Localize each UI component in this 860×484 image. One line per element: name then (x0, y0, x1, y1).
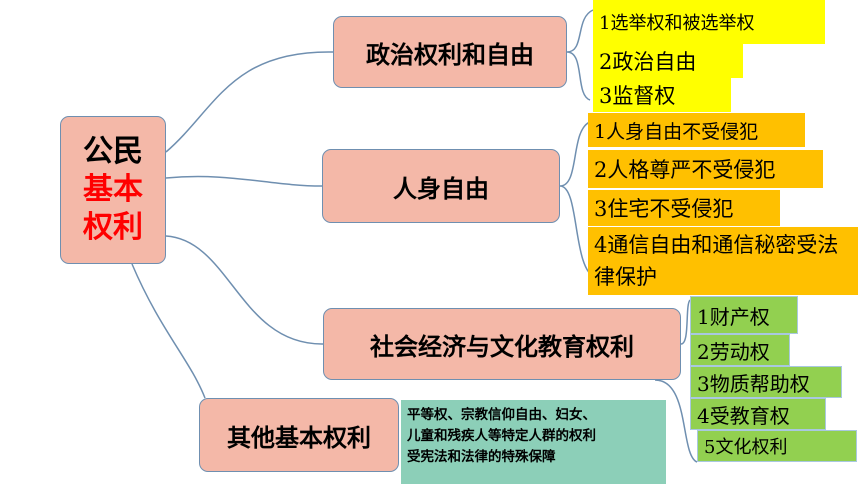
leaf-politics-2: 2政治自由 (593, 44, 743, 78)
root-line-3: 权利 (83, 210, 143, 245)
link-root-person (165, 175, 323, 187)
leaf-social-3: 3物质帮助权 (690, 366, 842, 398)
branch-person: 人身自由 (322, 149, 560, 223)
branch-other: 其他基本权利 (199, 398, 399, 472)
leaf-person-4: 4通信自由和通信秘密受法律保护 (588, 227, 858, 295)
leaf-social-5: 5文化权利 (697, 430, 857, 462)
note-line-1: 平等权、宗教信仰自由、妇女、 (407, 407, 596, 423)
root-line-1: 公民 (83, 134, 143, 169)
leaf-person-2: 2人格尊严不受侵犯 (588, 150, 823, 188)
link-root-other (131, 263, 206, 399)
branch-politics: 政治权利和自由 (333, 16, 567, 88)
leaf-social-1: 1财产权 (690, 296, 798, 334)
bracket-politics (566, 9, 594, 101)
leaf-politics-1: 1选举权和被选举权 (593, 0, 825, 44)
branch-social: 社会经济与文化教育权利 (323, 308, 681, 380)
root-node: 公民 基本 权利 (60, 116, 166, 264)
bracket-social (654, 299, 698, 463)
link-root-politics (165, 51, 334, 153)
leaf-person-1: 1人身自由不受侵犯 (588, 113, 805, 147)
note-line-2: 儿童和残疾人等特定人群的权利 (407, 428, 596, 444)
note-other-rights: 平等权、宗教信仰自由、妇女、 儿童和残疾人等特定人群的权利 受宪法和法律的特殊保… (401, 400, 666, 484)
leaf-politics-3: 3监督权 (593, 78, 731, 112)
note-line-3: 受宪法和法律的特殊保障 (407, 449, 556, 465)
root-line-2: 基本 (83, 172, 143, 207)
leaf-social-4: 4受教育权 (690, 398, 826, 430)
leaf-person-3: 3住宅不受侵犯 (588, 190, 780, 226)
leaf-social-2: 2劳动权 (690, 334, 790, 366)
link-root-social (165, 235, 324, 345)
